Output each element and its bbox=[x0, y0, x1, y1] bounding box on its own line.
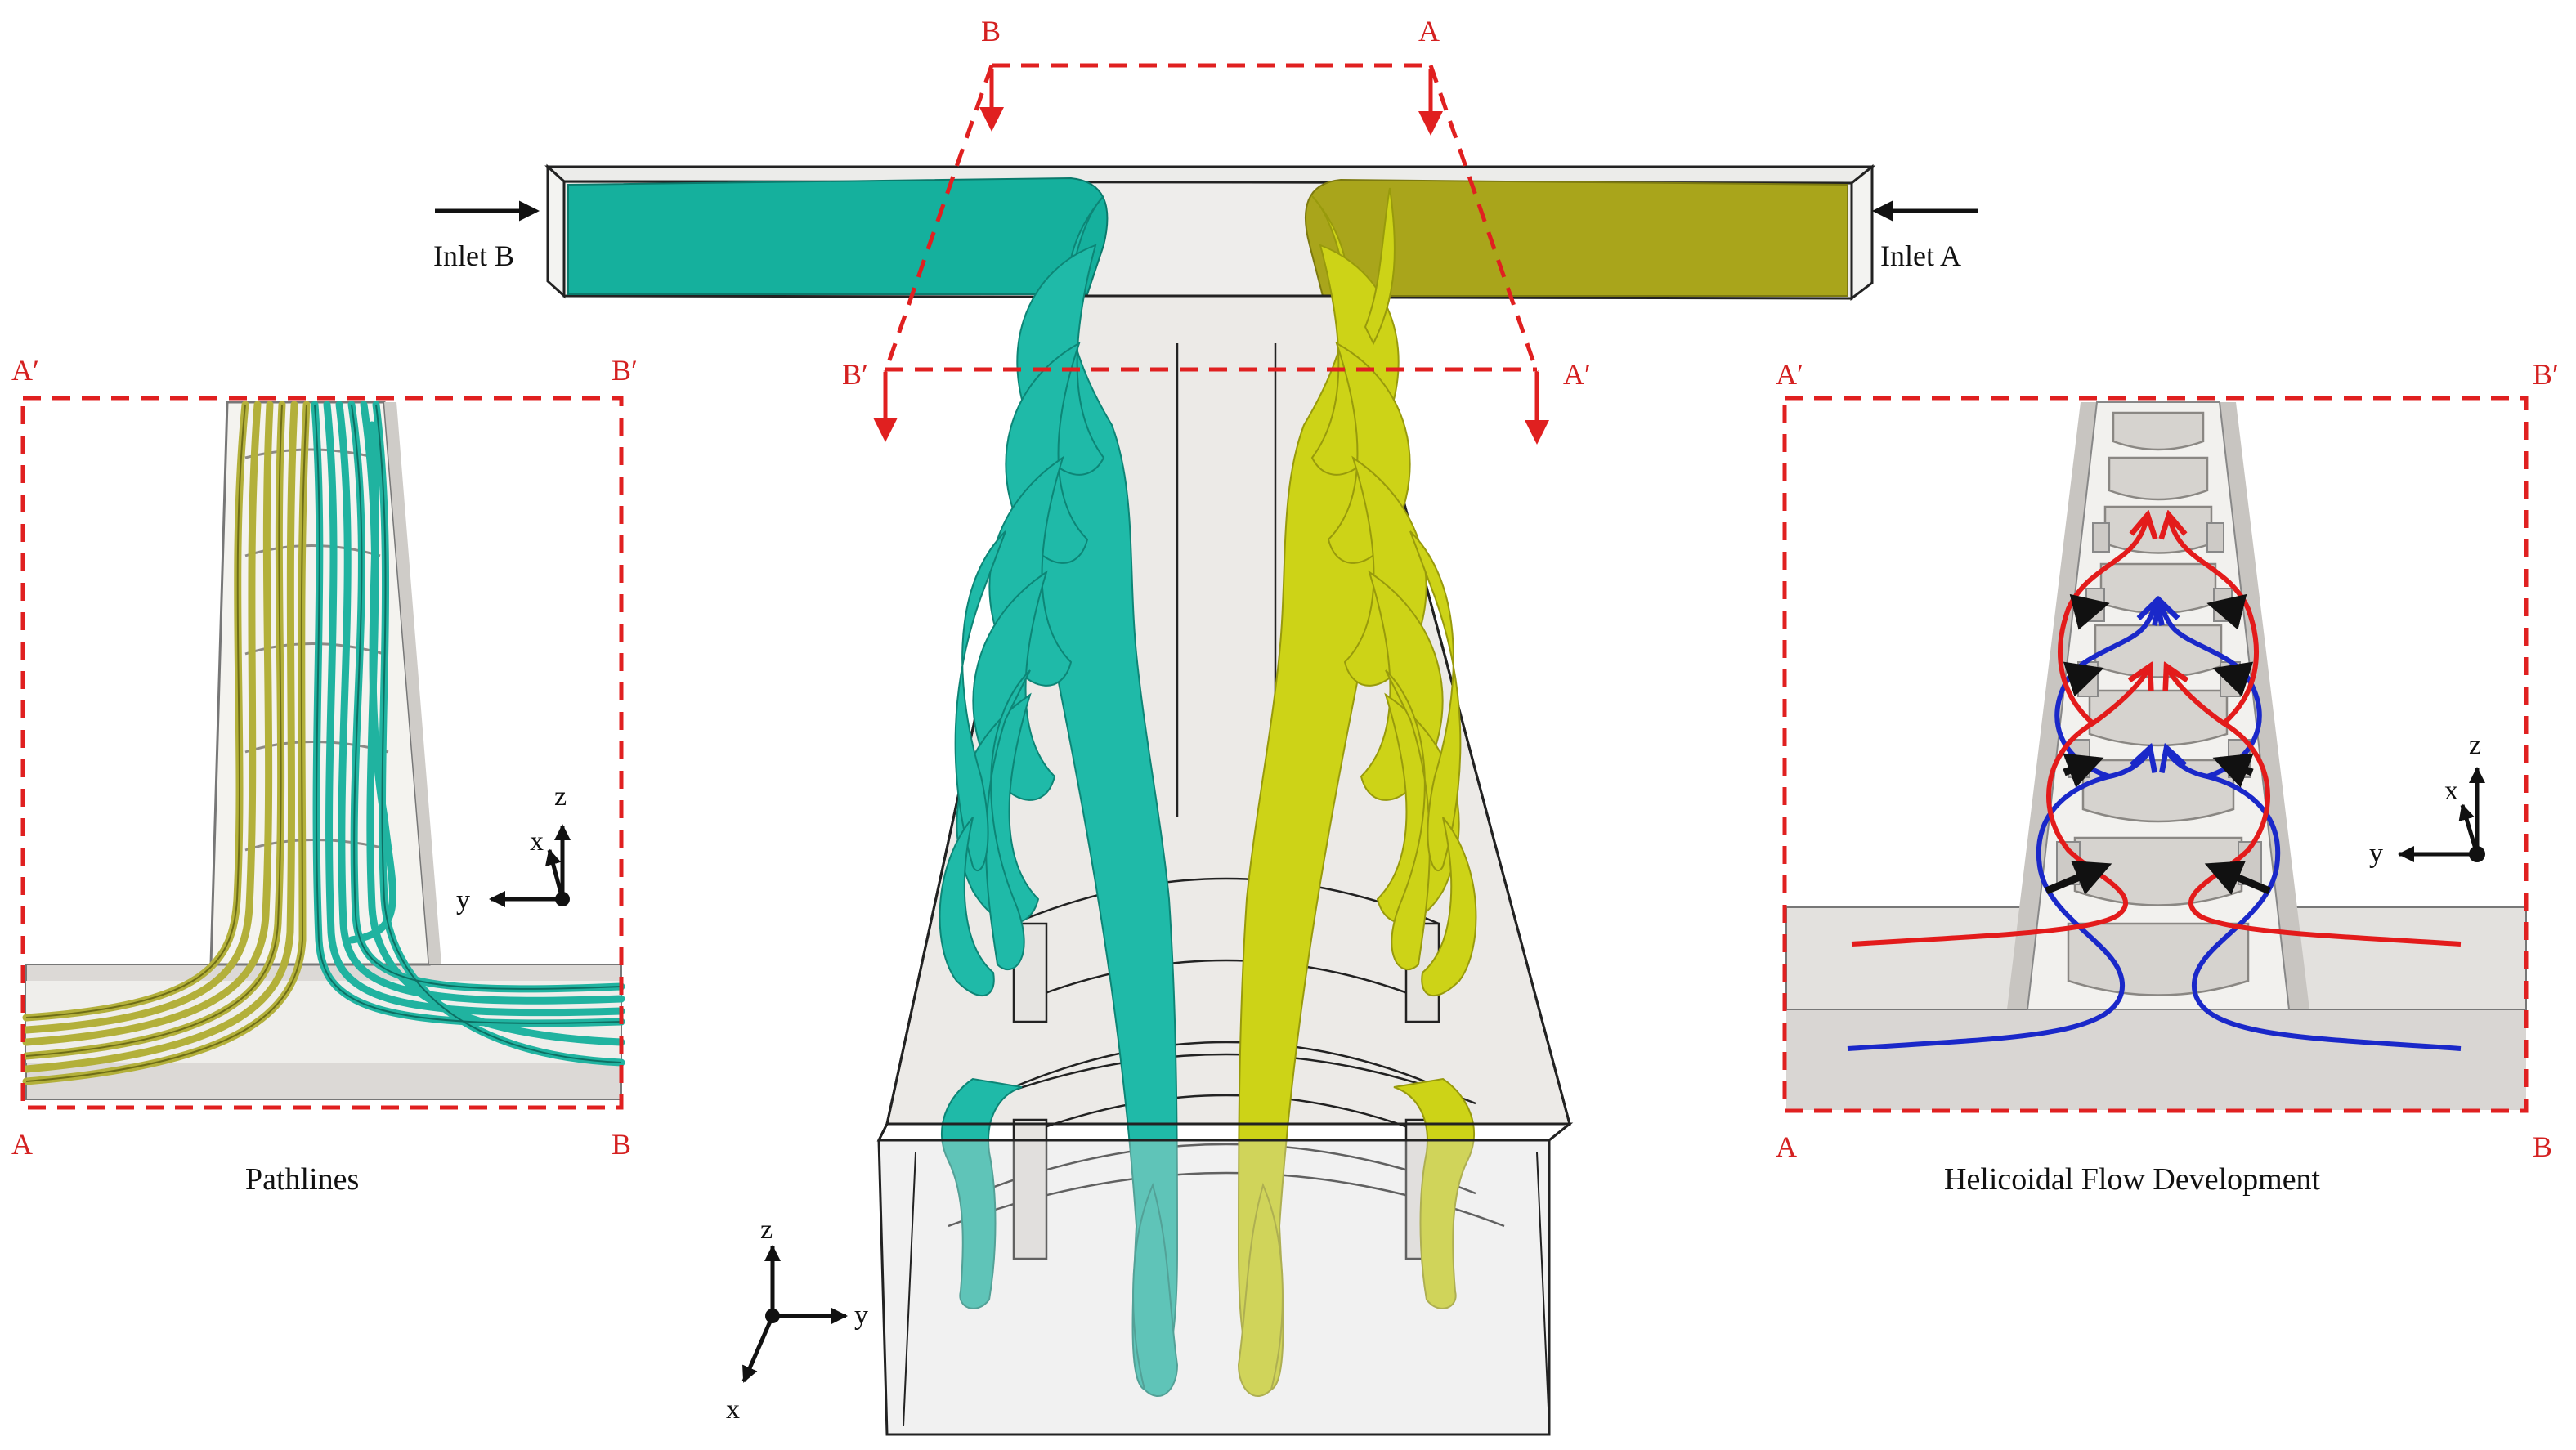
pathlines-axis-z: z bbox=[554, 781, 567, 812]
inlet-b-fluid bbox=[567, 177, 1109, 295]
t-channel-right-end bbox=[1850, 163, 1874, 302]
helicoidal-corner-b: B bbox=[2533, 1130, 2552, 1163]
helicoidal-axis-triad bbox=[2398, 767, 2485, 862]
helicoidal-panel: z x y A′ B′ A B Helicoidal Flow Developm… bbox=[1776, 358, 2559, 1197]
helicoidal-corner-a-prime: A′ bbox=[1776, 358, 1803, 391]
helicoidal-axis-z: z bbox=[2469, 730, 2481, 760]
yellow-vortex-structures bbox=[1237, 187, 1477, 1398]
t-channel-left-end bbox=[546, 163, 566, 299]
helicoidal-vertical-left-wall bbox=[2007, 402, 2097, 1009]
cut-plane-arrows bbox=[873, 69, 1549, 445]
pathlines-axis-triad bbox=[489, 824, 571, 907]
helicoidal-axis-origin bbox=[2469, 846, 2485, 862]
pathlines-corner-b-prime: B′ bbox=[612, 354, 638, 387]
pathlines-axis-y: y bbox=[456, 885, 470, 915]
center-axis-y: y bbox=[854, 1300, 868, 1331]
outlet-box-back-right bbox=[1536, 1152, 1550, 1427]
helicoidal-vertical-right-wall bbox=[2220, 402, 2309, 1009]
center-domain bbox=[544, 163, 1876, 1436]
helicoidal-axis-y: y bbox=[2369, 839, 2383, 869]
helicoidal-caption: Helicoidal Flow Development bbox=[1944, 1162, 2321, 1197]
pathlines-frame bbox=[20, 396, 624, 1110]
center-axis-origin bbox=[765, 1309, 780, 1323]
helicoidal-frame bbox=[1782, 396, 2529, 1113]
pathlines-axis-origin bbox=[555, 892, 570, 906]
cut-label-a: A bbox=[1418, 15, 1440, 47]
helicoidal-corner-a: A bbox=[1776, 1130, 1797, 1163]
pathlines-panel: z x y A′ B′ A B Pathlines bbox=[11, 354, 638, 1197]
teal-pathlines-outline bbox=[314, 404, 622, 1063]
cut-label-b-prime: B′ bbox=[842, 358, 868, 391]
cut-label-b: B bbox=[981, 15, 1001, 47]
pathlines-corner-b: B bbox=[612, 1128, 631, 1161]
inlet-a-fluid bbox=[1304, 178, 1848, 297]
inlet-a-label: Inlet A bbox=[1880, 239, 1961, 272]
olive-pathlines-outline bbox=[25, 404, 307, 1082]
helicoidal-axis-x: x bbox=[2444, 776, 2458, 806]
cut-plane-lines bbox=[883, 63, 1539, 373]
pathlines-axis-x: x bbox=[530, 826, 544, 857]
inlet-b-label: Inlet B bbox=[433, 239, 514, 272]
outlet-box-right-edge bbox=[1548, 1122, 1570, 1142]
momentum-arrows bbox=[2045, 593, 2271, 895]
teal-vortex-structures bbox=[939, 195, 1179, 1398]
pathlines-corner-a-prime: A′ bbox=[11, 354, 39, 387]
helicoidal-corner-b-prime: B′ bbox=[2533, 358, 2559, 391]
outlet-box-left-edge bbox=[877, 1123, 889, 1141]
outlet-box-front bbox=[877, 1139, 1551, 1436]
center-axis-x: x bbox=[726, 1394, 740, 1425]
center-axis-triad bbox=[741, 1245, 848, 1383]
pathlines-vertical-side bbox=[384, 402, 441, 964]
outlet-box-back-left bbox=[903, 1152, 916, 1427]
pathlines-caption: Pathlines bbox=[245, 1162, 359, 1197]
cut-label-a-prime: A′ bbox=[1563, 358, 1591, 391]
center-axis-z: z bbox=[760, 1215, 773, 1245]
pathlines-corner-a: A bbox=[11, 1128, 33, 1161]
